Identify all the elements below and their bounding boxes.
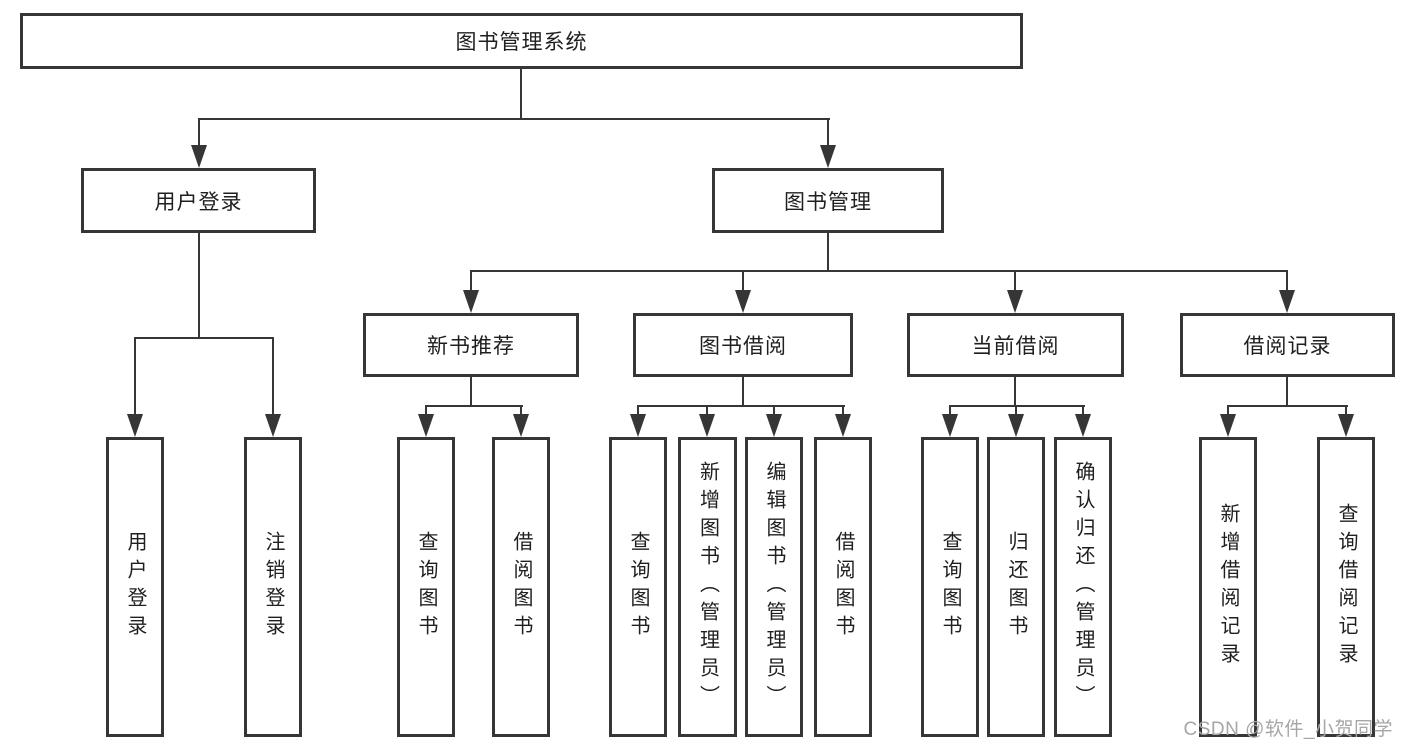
connector-drop-line xyxy=(827,118,829,147)
leaf-user-login: 用户登录 xyxy=(106,437,164,737)
leaf-add-book-admin: 新增图书（管理员） xyxy=(678,437,737,737)
arrow-down-icon xyxy=(127,414,143,437)
node-root-label: 图书管理系统 xyxy=(455,31,588,54)
connector-drop-line xyxy=(272,337,274,416)
node-borrowing-records: 借阅记录 xyxy=(1180,313,1395,377)
connector-drop-line xyxy=(1015,405,1017,416)
connector-drop-line xyxy=(637,405,639,416)
connector-line-vertical xyxy=(742,377,744,407)
connector-line-vertical xyxy=(520,69,522,120)
leaf-query-books-recommend: 查询图书 xyxy=(397,437,455,737)
leaf-borrow-books-recommend-label: 借阅图书 xyxy=(510,531,532,643)
connector-line-horizontal xyxy=(198,118,830,120)
connector-line-vertical xyxy=(1014,377,1016,407)
node-root: 图书管理系统 xyxy=(20,13,1023,69)
connector-drop-line xyxy=(706,405,708,416)
connector-drop-line xyxy=(520,405,522,416)
arrow-down-icon xyxy=(766,414,782,437)
connector-drop-line xyxy=(773,405,775,416)
arrow-down-icon xyxy=(942,414,958,437)
leaf-query-borrow-record-label: 查询借阅记录 xyxy=(1335,503,1357,671)
connector-drop-line xyxy=(1014,270,1016,292)
connector-line-horizontal xyxy=(1227,405,1348,407)
arrow-down-icon xyxy=(191,145,207,168)
arrow-down-icon xyxy=(1075,414,1091,437)
arrow-down-icon xyxy=(463,290,479,313)
connector-drop-line xyxy=(1345,405,1347,416)
leaf-query-books-current: 查询图书 xyxy=(921,437,979,737)
arrow-down-icon xyxy=(1338,414,1354,437)
leaf-return-book: 归还图书 xyxy=(987,437,1045,737)
connector-drop-line xyxy=(1082,405,1084,416)
connector-line-horizontal xyxy=(470,270,1288,272)
node-user-login-label: 用户登录 xyxy=(154,190,243,214)
arrow-down-icon xyxy=(630,414,646,437)
leaf-logout: 注销登录 xyxy=(244,437,302,737)
connector-drop-line xyxy=(134,337,136,416)
csdn-watermark: CSDN @软件_小贺同学 xyxy=(1183,719,1393,740)
node-book-borrowing: 图书借阅 xyxy=(633,313,853,377)
arrow-down-icon xyxy=(1279,290,1295,313)
arrow-down-icon xyxy=(418,414,434,437)
connector-line-vertical xyxy=(198,233,200,339)
leaf-query-borrow-record: 查询借阅记录 xyxy=(1317,437,1375,737)
leaf-query-books-borrow: 查询图书 xyxy=(609,437,667,737)
connector-drop-line xyxy=(425,405,427,416)
leaf-query-books-current-label: 查询图书 xyxy=(939,531,961,643)
arrow-down-icon xyxy=(820,145,836,168)
node-book-management-label: 图书管理 xyxy=(784,190,872,214)
connector-line-vertical xyxy=(827,233,829,272)
connector-drop-line xyxy=(949,405,951,416)
connector-drop-line xyxy=(1227,405,1229,416)
leaf-add-book-admin-label: 新增图书（管理员） xyxy=(696,461,719,713)
leaf-add-borrow-record-label: 新增借阅记录 xyxy=(1217,503,1239,671)
connector-drop-line xyxy=(1286,270,1288,292)
arrow-down-icon xyxy=(265,414,281,437)
node-borrowing-records-label: 借阅记录 xyxy=(1243,335,1332,358)
node-current-borrowing: 当前借阅 xyxy=(907,313,1124,377)
connector-line-vertical xyxy=(470,377,472,407)
arrow-down-icon xyxy=(513,414,529,437)
connector-drop-line xyxy=(842,405,844,416)
leaf-borrow-books-label: 借阅图书 xyxy=(832,531,854,643)
arrow-down-icon xyxy=(1008,414,1024,437)
leaf-return-book-label: 归还图书 xyxy=(1005,531,1027,643)
connector-line-horizontal xyxy=(637,405,845,407)
leaf-borrow-books-recommend: 借阅图书 xyxy=(492,437,550,737)
arrow-down-icon xyxy=(1007,290,1023,313)
leaf-edit-book-admin: 编辑图书（管理员） xyxy=(745,437,803,737)
connector-drop-line xyxy=(198,118,200,147)
leaf-query-books-borrow-label: 查询图书 xyxy=(627,531,649,643)
node-current-borrowing-label: 当前借阅 xyxy=(971,335,1060,358)
leaf-add-borrow-record: 新增借阅记录 xyxy=(1199,437,1257,737)
node-new-book-recommend-label: 新书推荐 xyxy=(427,335,515,358)
connector-line-horizontal xyxy=(134,337,274,339)
node-book-borrowing-label: 图书借阅 xyxy=(699,335,787,358)
node-new-book-recommend: 新书推荐 xyxy=(363,313,579,377)
arrow-down-icon xyxy=(835,414,851,437)
node-book-management: 图书管理 xyxy=(712,168,944,233)
leaf-user-login-label: 用户登录 xyxy=(124,531,146,643)
connector-drop-line xyxy=(742,270,744,292)
connector-line-horizontal xyxy=(425,405,523,407)
connector-line-horizontal xyxy=(949,405,1085,407)
connector-line-vertical xyxy=(1286,377,1288,407)
leaf-edit-book-admin-label: 编辑图书（管理员） xyxy=(763,461,785,713)
leaf-confirm-return-admin: 确认归还（管理员） xyxy=(1054,437,1112,737)
leaf-logout-label: 注销登录 xyxy=(262,531,284,643)
leaf-confirm-return-admin-label: 确认归还（管理员） xyxy=(1072,461,1094,713)
arrow-down-icon xyxy=(735,290,751,313)
leaf-borrow-books: 借阅图书 xyxy=(814,437,872,737)
leaf-query-books-recommend-label: 查询图书 xyxy=(415,531,437,643)
arrow-down-icon xyxy=(699,414,715,437)
node-user-login: 用户登录 xyxy=(81,168,316,233)
arrow-down-icon xyxy=(1220,414,1236,437)
connector-drop-line xyxy=(470,270,472,292)
